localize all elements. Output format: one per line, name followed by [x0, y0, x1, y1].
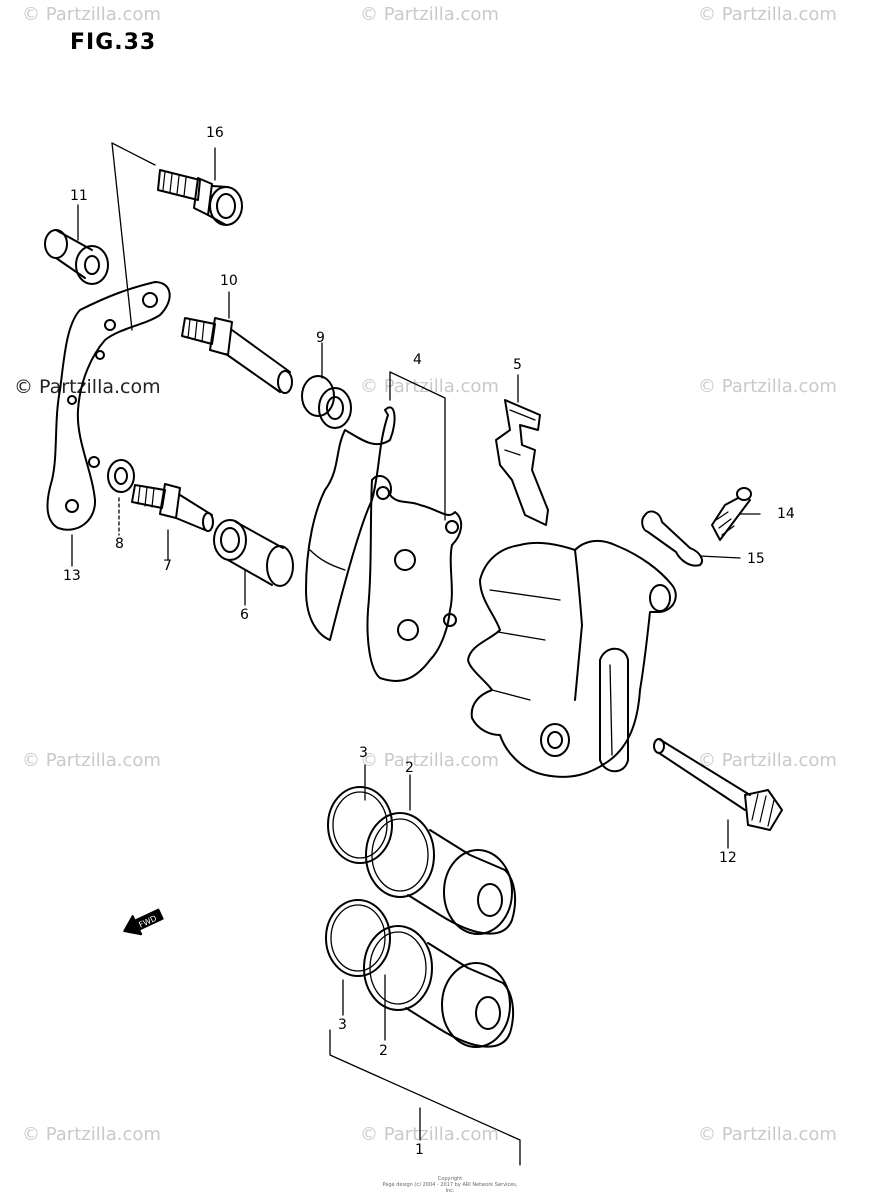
part-6-sleeve — [213, 519, 294, 587]
callout-8[interactable]: 8 — [115, 536, 124, 552]
part-5-spring-clip — [495, 399, 549, 526]
part-12-slide-pin — [653, 738, 783, 831]
part-7-pin — [131, 483, 214, 532]
callout-4[interactable]: 4 — [413, 352, 422, 368]
part-15-cap — [641, 510, 703, 567]
watermark: © Partzilla.com — [360, 1124, 499, 1145]
callout-6[interactable]: 6 — [240, 607, 249, 623]
watermark: © Partzilla.com — [698, 4, 837, 25]
callout-15[interactable]: 15 — [747, 551, 765, 567]
upper-piston-set — [327, 786, 517, 935]
callout-13[interactable]: 13 — [63, 568, 81, 584]
callout-5[interactable]: 5 — [513, 357, 522, 373]
part-9-boot — [301, 375, 352, 429]
watermark: © Partzilla.com — [698, 376, 837, 397]
leader-lines — [71, 142, 761, 1166]
callout-2-lower[interactable]: 2 — [379, 1043, 388, 1059]
callout-10[interactable]: 10 — [220, 273, 238, 289]
figure-title: FIG.33 — [70, 30, 157, 55]
callout-12[interactable]: 12 — [719, 850, 737, 866]
watermark: © Partzilla.com — [14, 376, 161, 398]
callout-1[interactable]: 1 — [415, 1142, 424, 1158]
fwd-arrow-icon: FWD — [123, 908, 164, 936]
callout-9[interactable]: 9 — [316, 330, 325, 346]
footer-line-1: Copyright — [437, 1176, 463, 1182]
callout-14[interactable]: 14 — [777, 506, 795, 522]
watermark: © Partzilla.com — [22, 750, 161, 771]
callout-7[interactable]: 7 — [163, 558, 172, 574]
callout-3-lower[interactable]: 3 — [338, 1017, 347, 1033]
part-13-bracket — [46, 281, 171, 531]
callout-11[interactable]: 11 — [70, 188, 88, 204]
part-4-brake-pads — [305, 406, 463, 682]
footer-line-2: Page design (c) 2004 - 2017 by ARI Netwo… — [382, 1182, 518, 1194]
callout-3-upper[interactable]: 3 — [359, 745, 368, 761]
part-14-bleeder — [711, 487, 752, 541]
watermark: © Partzilla.com — [698, 750, 837, 771]
caliper-body — [467, 539, 677, 778]
watermark: © Partzilla.com — [360, 750, 499, 771]
watermark: © Partzilla.com — [360, 4, 499, 25]
callout-16[interactable]: 16 — [206, 125, 224, 141]
callout-2-upper[interactable]: 2 — [405, 760, 414, 776]
watermark: © Partzilla.com — [360, 376, 499, 397]
watermark: © Partzilla.com — [22, 4, 161, 25]
watermark: © Partzilla.com — [22, 1124, 161, 1145]
part-11-collar — [44, 229, 109, 285]
part-10-pin — [181, 317, 293, 394]
lower-piston-set — [325, 899, 515, 1048]
part-16-bolt — [157, 169, 243, 226]
part-8-washer — [107, 459, 135, 493]
watermark: © Partzilla.com — [698, 1124, 837, 1145]
copyright-footer: Copyright Page design (c) 2004 - 2017 by… — [380, 1176, 520, 1194]
fwd-label: FWD — [137, 914, 158, 930]
